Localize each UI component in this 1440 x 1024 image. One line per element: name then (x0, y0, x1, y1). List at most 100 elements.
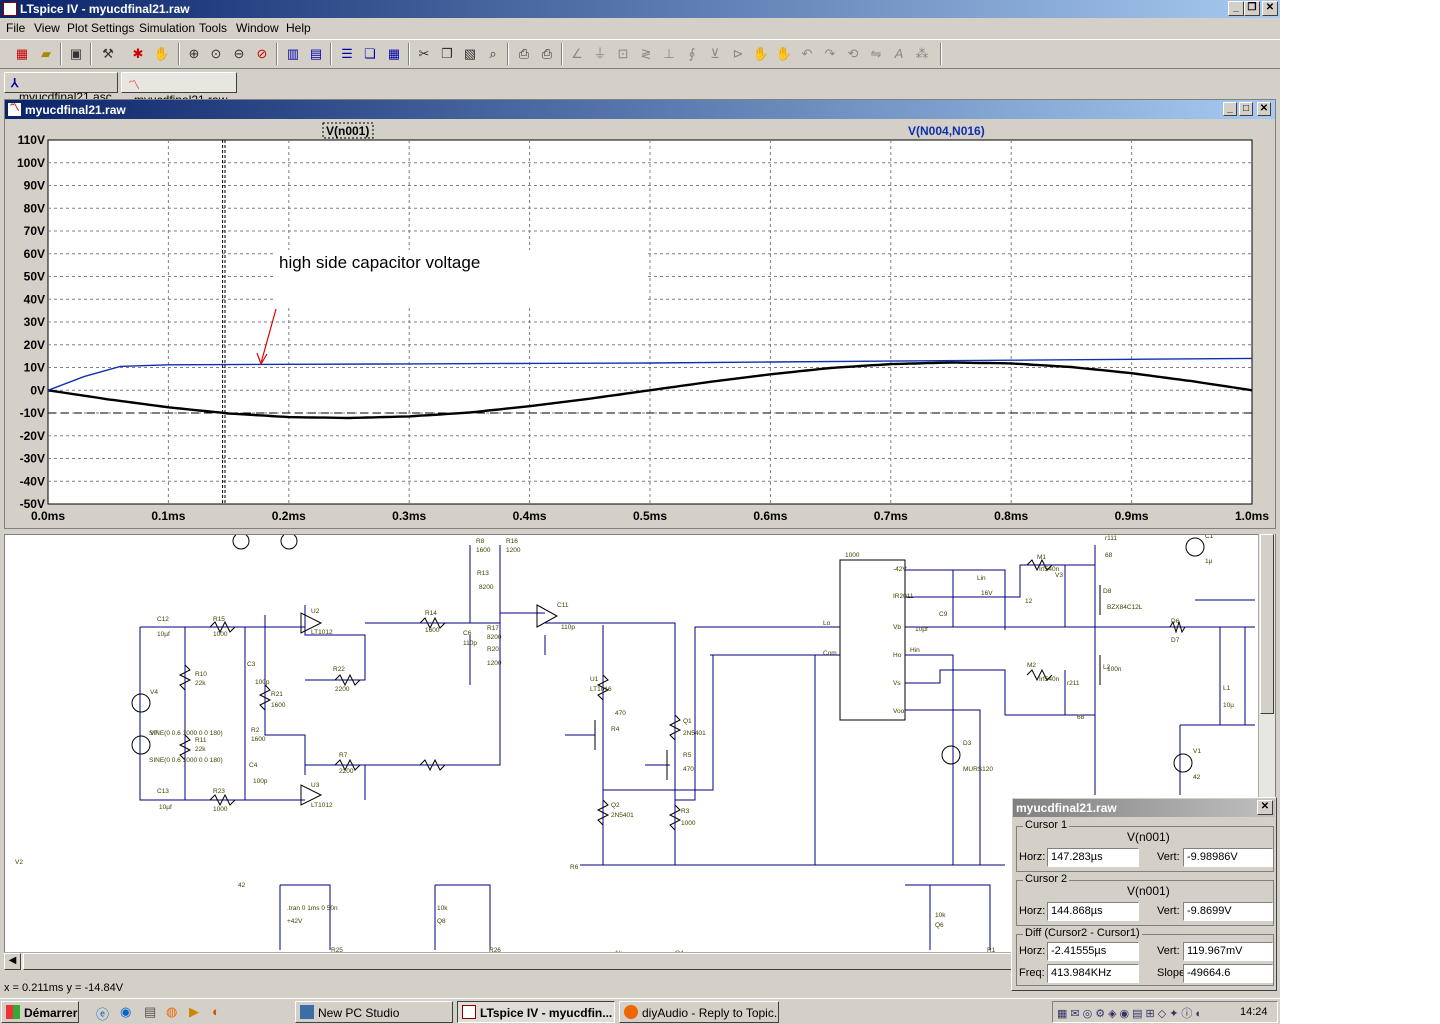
schematic-label: V4 (150, 689, 158, 696)
resistor-icon[interactable]: ≷ (640, 46, 652, 61)
minimize-button[interactable]: _ (1228, 1, 1244, 16)
schematic-label: R3 (681, 808, 690, 815)
open-folder-icon[interactable]: ▰ (41, 46, 51, 61)
taskbar-item-ltspice[interactable]: LTspice IV - myucdfin... (457, 1001, 615, 1023)
inductor-icon[interactable]: ∮ (688, 46, 696, 61)
schematic-label: BZX84C12L (1107, 604, 1143, 611)
menu-simulation[interactable]: Simulation (139, 21, 196, 35)
cursor2-vert-field[interactable]: -9.8699V (1183, 902, 1273, 921)
menu-plot-settings[interactable]: Plot Settings (67, 21, 135, 35)
schematic-canvas[interactable]: C1210µfR151000U2LT1012R1022kC3100pR21160… (5, 535, 1275, 965)
diff-vert-field[interactable]: 119.967mV (1183, 942, 1273, 961)
taskbar-item-new-pc-studio[interactable]: New PC Studio (295, 1001, 453, 1023)
print-setup-icon[interactable]: ⎙ (518, 46, 530, 61)
draw-wire-icon[interactable]: ∠ (571, 46, 583, 61)
diff-group: Diff (Cursor2 - Cursor1) Horz: -2.41555µ… (1016, 927, 1274, 986)
close-button[interactable]: ✕ (1262, 1, 1278, 16)
schematic-label: R2 (251, 727, 260, 734)
menu-tools[interactable]: Tools (199, 21, 228, 35)
trace-label-vn004-n016[interactable]: V(N004,N016) (908, 124, 985, 138)
tab-schematic[interactable]: ⅄ myucdfinal21.asc (4, 72, 118, 104)
tile-vertical-icon[interactable]: ▦ (387, 46, 401, 61)
paste-icon[interactable]: ▧ (463, 46, 477, 61)
firefox-icon[interactable]: ◍ (166, 1004, 178, 1019)
control-panel-icon[interactable]: ⚒ (102, 46, 114, 61)
explorer-icon[interactable]: ◉ (120, 1004, 132, 1019)
pan-icon[interactable]: ⊙ (210, 46, 222, 61)
schematic-label: R10 (195, 671, 207, 678)
text-icon[interactable]: A (894, 46, 904, 61)
menu-help[interactable]: Help (286, 21, 311, 35)
autorange-icon[interactable]: ▥ (286, 46, 300, 61)
label-net-icon[interactable]: ⊡ (617, 46, 629, 61)
x-tick-label: 1.0ms (1235, 509, 1269, 523)
diode-icon[interactable]: ⊻ (710, 46, 720, 61)
mirror-icon[interactable]: ⇋ (870, 46, 882, 61)
ir2011-chip[interactable] (839, 559, 906, 721)
redo-icon[interactable]: ↷ (824, 46, 836, 61)
schematic-horizontal-scrollbar[interactable]: ◀ (4, 952, 1260, 970)
grid-icon[interactable]: ▤ (309, 46, 323, 61)
menu-window[interactable]: Window (236, 21, 279, 35)
cursor-panel-close-button[interactable]: ✕ (1257, 800, 1273, 815)
waveform-close-button[interactable]: ✕ (1257, 102, 1271, 116)
schematic-label: 1600 (251, 736, 266, 743)
copy-icon[interactable]: ❐ (441, 46, 453, 61)
cut-icon[interactable]: ✂ (418, 46, 430, 61)
menu-file[interactable]: File (6, 21, 26, 35)
waveform-plot[interactable]: 110V100V90V80V70V60V50V40V30V20V10V0V-10… (5, 119, 1275, 528)
diff-horz-field[interactable]: -2.41555µs (1047, 942, 1139, 961)
tray-icons[interactable]: ▦✉◎⚙◈◉▤⊞◇✦ⓘ◐ (1057, 1008, 1206, 1020)
find-icon[interactable]: ⌕ (489, 46, 497, 61)
tile-horizontal-icon[interactable]: ☰ (341, 46, 353, 61)
cursor1-vert-field[interactable]: -9.98986V (1183, 848, 1273, 867)
schematic-label: C4 (249, 762, 258, 769)
undo-icon[interactable]: ↶ (801, 46, 813, 61)
waveform-minimize-button[interactable]: _ (1223, 102, 1237, 116)
restore-button[interactable]: ❐ (1244, 1, 1260, 16)
zoom-fit-icon[interactable]: ⊘ (256, 46, 268, 61)
cursor1-horz-field[interactable]: 147.283µs (1047, 848, 1139, 867)
schematic-label: Q8 (437, 918, 446, 925)
ground-icon[interactable]: ⏚ (593, 46, 607, 61)
scroll-left-icon[interactable]: ◀ (4, 953, 21, 970)
taskbar-item-diyaudio[interactable]: diyAudio - Reply to Topic... (619, 1001, 779, 1023)
start-button[interactable]: Démarrer (1, 1001, 79, 1023)
move-icon[interactable]: ✋ (752, 46, 770, 61)
browser-icon[interactable]: ◐ (212, 1004, 220, 1019)
new-schematic-icon[interactable]: ▦ (15, 46, 29, 61)
waveform-window-titlebar[interactable]: 〽 myucdfinal21.raw _ □ ✕ (5, 100, 1275, 119)
diff-slope-field[interactable]: -49664.6 (1183, 964, 1273, 983)
ltspice-icon (462, 1005, 476, 1019)
menu-view[interactable]: View (34, 21, 60, 35)
trace-vn001[interactable] (47, 361, 1253, 420)
y-tick-label: 60V (24, 247, 45, 261)
cascade-icon[interactable]: ❏ (364, 46, 376, 61)
vertical-scroll-thumb[interactable] (1260, 534, 1274, 714)
waveform-maximize-button[interactable]: □ (1239, 102, 1253, 116)
cursor2-horz-field[interactable]: 144.868µs (1047, 902, 1139, 921)
tab-waveform[interactable]: 〽 myucdfinal21.raw (121, 72, 237, 107)
title-bar[interactable]: LTspice IV - myucdfinal21.raw _ ❐ ✕ (0, 0, 1280, 18)
drag-icon[interactable]: ✋ (775, 46, 793, 61)
diff-freq-field[interactable]: 413.984KHz (1047, 964, 1139, 983)
spice-directive-icon[interactable]: ⁂ (915, 46, 929, 61)
zoom-in-icon[interactable]: ⊕ (188, 46, 200, 61)
media-player-icon[interactable]: ▶ (189, 1004, 199, 1019)
print-icon[interactable]: ⎙ (541, 46, 553, 61)
run-icon[interactable]: ✱ (132, 46, 144, 61)
trace-label-vn001[interactable]: V(n001) (326, 124, 369, 138)
schematic-label: R7 (339, 752, 348, 759)
cursor-panel-titlebar[interactable]: myucdfinal21.raw ✕ (1013, 799, 1275, 817)
notepad-icon[interactable]: ▤ (144, 1004, 157, 1019)
zoom-out-icon[interactable]: ⊖ (233, 46, 245, 61)
ie-icon[interactable]: ⓔ (96, 1007, 110, 1022)
schematic-label: R1 (987, 947, 996, 954)
halt-icon[interactable]: ✋ (153, 46, 171, 61)
component-icon[interactable]: ⊳ (732, 46, 744, 61)
rotate-icon[interactable]: ⟲ (847, 46, 859, 61)
save-icon[interactable]: ▣ (69, 46, 83, 61)
schematic-label: R8 (476, 538, 485, 545)
trace-vn004-n016[interactable] (47, 357, 1253, 391)
capacitor-icon[interactable]: ⊥ (663, 46, 675, 61)
